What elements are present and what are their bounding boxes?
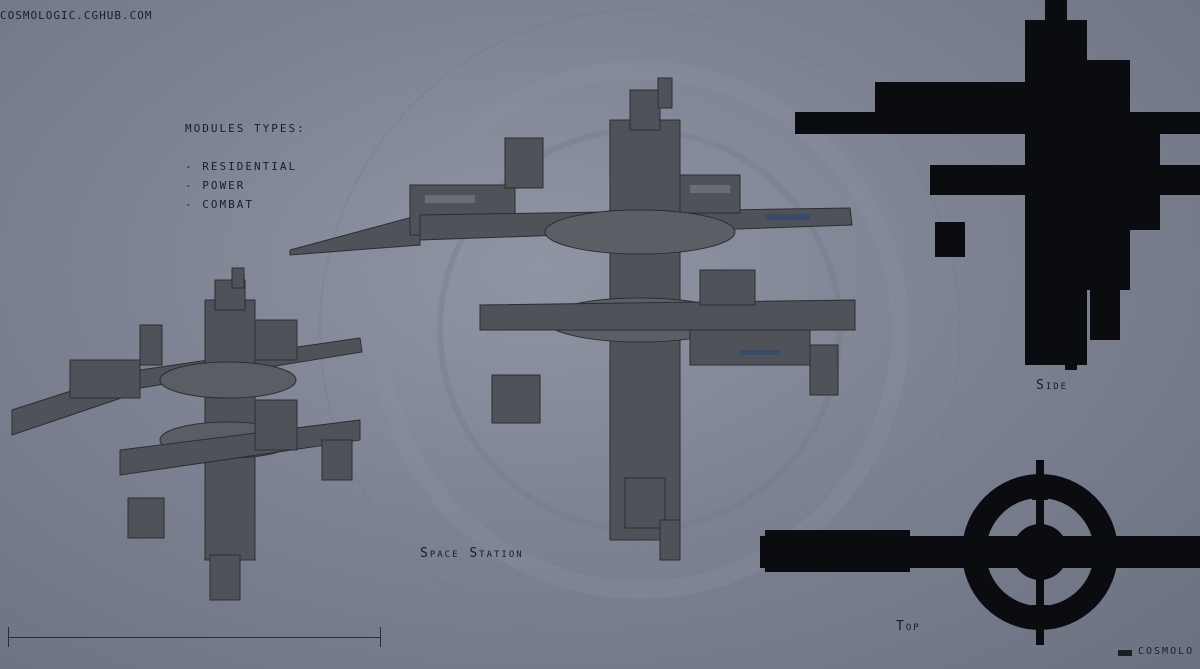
caption-space-station: Space Station [420, 546, 524, 561]
scale-rule [8, 627, 381, 647]
module-item-residential: - RESIDENTIAL [185, 160, 298, 173]
module-item-power: - POWER [185, 179, 246, 192]
caption-side: Side [1036, 378, 1069, 393]
watermark-bottom-marker [1118, 650, 1132, 656]
watermark-top: COSMOLOGIC.CGHUB.COM [0, 9, 153, 22]
modules-heading: MODULES TYPES: [185, 122, 306, 135]
watermark-bottom: COSMOLO [1138, 646, 1195, 657]
caption-top: Top [896, 619, 921, 634]
module-item-combat: - COMBAT [185, 198, 254, 211]
